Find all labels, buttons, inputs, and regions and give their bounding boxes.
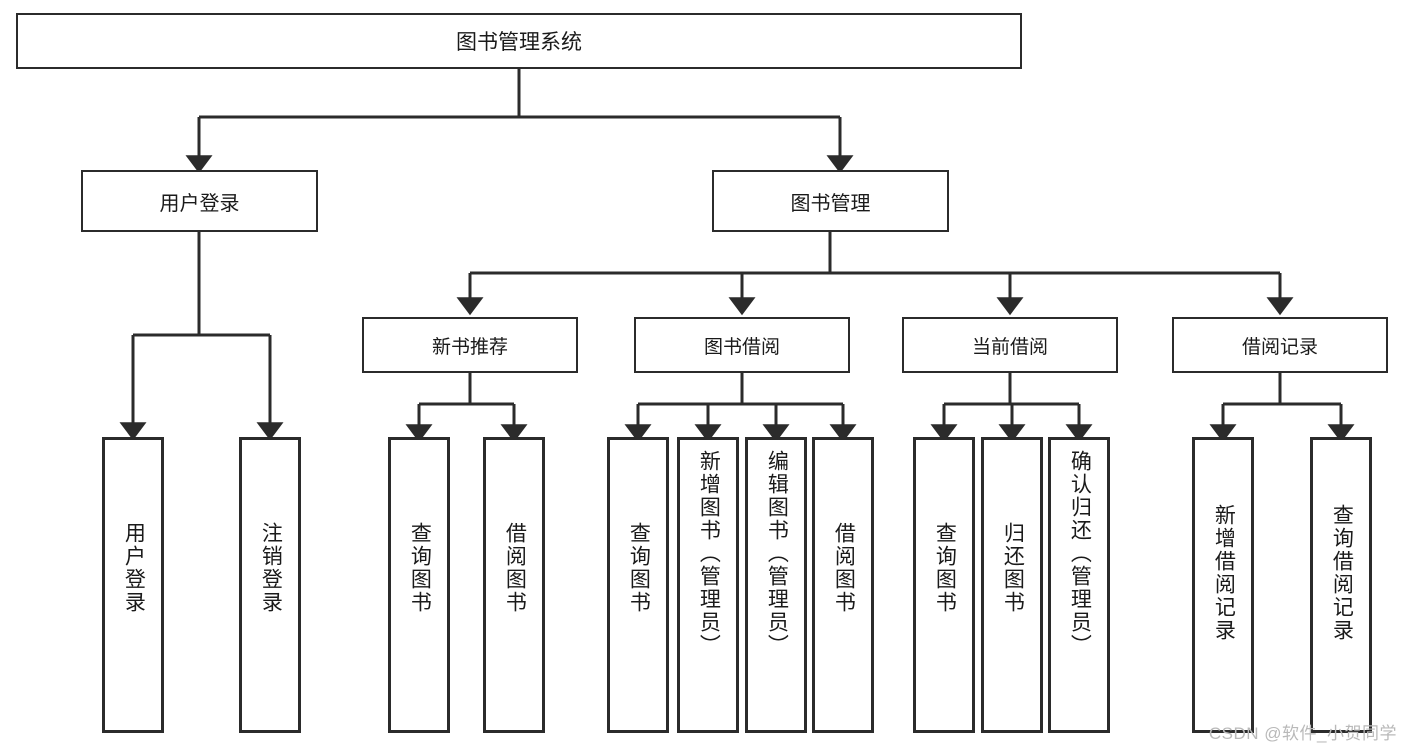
leaf-label: 编辑图书（管理员） bbox=[765, 450, 789, 657]
csdn-watermark: CSDN @软件_小贺同学 bbox=[1208, 724, 1397, 743]
leaf-label: 借阅图书 bbox=[503, 522, 527, 614]
leaf-label: 用户登录 bbox=[122, 522, 146, 614]
node-label: 图书管理系统 bbox=[456, 31, 582, 54]
node-label: 当前借阅 bbox=[971, 336, 1048, 358]
node-label: 新书推荐 bbox=[431, 336, 508, 358]
node-book-borrow[interactable]: 图书借阅 bbox=[634, 317, 850, 373]
leaf-record-query-record[interactable]: 查询借阅记录 bbox=[1310, 437, 1372, 733]
leaf-borrow-query-book[interactable]: 查询图书 bbox=[607, 437, 669, 733]
leaf-label: 借阅图书 bbox=[832, 522, 856, 614]
leaf-label: 注销登录 bbox=[259, 522, 283, 614]
leaf-label: 归还图书 bbox=[1001, 522, 1025, 614]
node-book-management[interactable]: 图书管理 bbox=[712, 170, 949, 232]
leaf-recommend-borrow-book[interactable]: 借阅图书 bbox=[483, 437, 545, 733]
leaf-current-return-book[interactable]: 归还图书 bbox=[981, 437, 1043, 733]
leaf-current-confirm-return-admin[interactable]: 确认归还（管理员） bbox=[1048, 437, 1110, 733]
node-user-login[interactable]: 用户登录 bbox=[81, 170, 318, 232]
node-label: 图书管理 bbox=[790, 192, 871, 215]
node-label: 图书借阅 bbox=[703, 336, 780, 358]
leaf-recommend-query-book[interactable]: 查询图书 bbox=[388, 437, 450, 733]
leaf-current-query-book[interactable]: 查询图书 bbox=[913, 437, 975, 733]
leaf-label: 查询借阅记录 bbox=[1330, 504, 1354, 642]
node-new-book-recommend[interactable]: 新书推荐 bbox=[362, 317, 578, 373]
node-root-system[interactable]: 图书管理系统 bbox=[16, 13, 1022, 69]
node-current-borrow[interactable]: 当前借阅 bbox=[902, 317, 1118, 373]
leaf-borrow-borrow-book[interactable]: 借阅图书 bbox=[812, 437, 874, 733]
leaf-label: 查询图书 bbox=[933, 522, 957, 614]
leaf-label: 查询图书 bbox=[408, 522, 432, 614]
leaf-record-add-record[interactable]: 新增借阅记录 bbox=[1192, 437, 1254, 733]
leaf-borrow-edit-book-admin[interactable]: 编辑图书（管理员） bbox=[745, 437, 807, 733]
node-borrow-record[interactable]: 借阅记录 bbox=[1172, 317, 1388, 373]
leaf-user-login-login[interactable]: 用户登录 bbox=[102, 437, 164, 733]
leaf-label: 确认归还（管理员） bbox=[1068, 450, 1092, 657]
leaf-label: 新增借阅记录 bbox=[1212, 504, 1236, 642]
leaf-user-login-logout[interactable]: 注销登录 bbox=[239, 437, 301, 733]
leaf-borrow-add-book-admin[interactable]: 新增图书（管理员） bbox=[677, 437, 739, 733]
node-label: 借阅记录 bbox=[1241, 336, 1318, 358]
leaf-label: 查询图书 bbox=[627, 522, 651, 614]
node-label: 用户登录 bbox=[159, 192, 240, 215]
leaf-label: 新增图书（管理员） bbox=[697, 450, 721, 657]
